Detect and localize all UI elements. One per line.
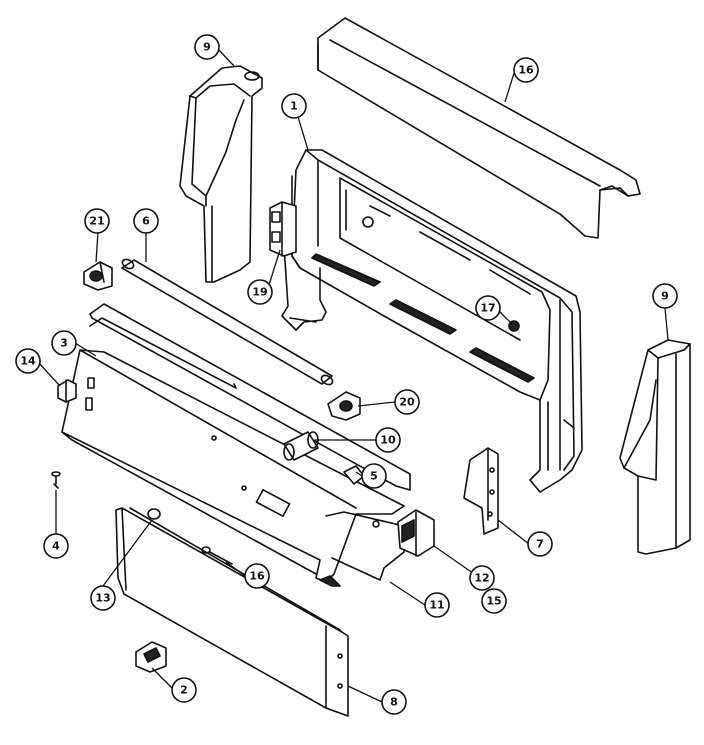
callout-19: 19 xyxy=(247,279,273,305)
part-mounting-bracket xyxy=(463,447,499,535)
callout-label: 4 xyxy=(52,540,60,553)
callout-16-lower: 16 xyxy=(244,563,270,589)
callout-17: 17 xyxy=(475,295,501,321)
part-clip xyxy=(57,379,77,403)
callout-11: 11 xyxy=(424,592,450,618)
callout-label: 7 xyxy=(536,538,544,551)
part-selector-switch xyxy=(397,509,435,557)
callout-label: 8 xyxy=(390,696,398,709)
callout-label: 5 xyxy=(370,470,378,483)
callout-label: 21 xyxy=(89,215,104,228)
callout-21: 21 xyxy=(84,208,110,234)
part-control-panel xyxy=(61,349,405,587)
callout-12: 12 xyxy=(469,565,495,591)
part-left-end-cap xyxy=(179,65,263,283)
part-main-frame xyxy=(281,149,583,493)
callout-label: 3 xyxy=(60,337,68,350)
callout-label: 14 xyxy=(20,355,36,368)
callout-14: 14 xyxy=(15,348,41,374)
callout-label: 2 xyxy=(180,684,188,697)
part-reflector-channel xyxy=(89,303,411,491)
callout-label: 6 xyxy=(142,215,150,228)
callout-label: 9 xyxy=(203,41,211,54)
part-fluorescent-tube xyxy=(121,258,334,386)
callout-label: 11 xyxy=(429,599,444,612)
callout-label: 10 xyxy=(380,434,396,447)
callout-6: 6 xyxy=(133,208,159,234)
callout-label: 1 xyxy=(290,100,298,113)
part-top-trim-cap xyxy=(317,17,641,239)
leader-lines xyxy=(37,47,669,703)
callout-15: 15 xyxy=(481,588,507,614)
callout-9-left: 9 xyxy=(194,34,220,60)
callout-3: 3 xyxy=(51,330,77,356)
callout-2: 2 xyxy=(171,677,197,703)
callout-4: 4 xyxy=(43,533,69,559)
callout-9-right: 9 xyxy=(652,283,678,309)
callout-13: 13 xyxy=(90,585,116,611)
callout-label: 15 xyxy=(486,595,501,608)
part-plug-button xyxy=(147,508,161,520)
callout-label: 12 xyxy=(474,572,489,585)
callout-10: 10 xyxy=(375,427,401,453)
callout-20: 20 xyxy=(394,389,420,415)
callout-label: 9 xyxy=(661,290,669,303)
part-screw xyxy=(51,471,61,489)
callout-label: 16 xyxy=(249,570,265,583)
callout-label: 17 xyxy=(480,302,495,315)
callout-16-top: 16 xyxy=(513,57,539,83)
callout-7: 7 xyxy=(527,531,553,557)
callout-8: 8 xyxy=(381,689,407,715)
callout-5: 5 xyxy=(361,463,387,489)
part-right-end-cap xyxy=(619,339,691,555)
part-tube-bracket xyxy=(83,261,113,291)
callout-label: 20 xyxy=(399,396,415,409)
part-spacer-bracket xyxy=(135,641,167,673)
callout-label: 13 xyxy=(95,592,110,605)
callout-label: 19 xyxy=(252,286,267,299)
callout-label: 16 xyxy=(518,64,534,77)
part-lamp-socket xyxy=(327,391,361,421)
callout-1: 1 xyxy=(281,93,307,119)
part-relay-switch xyxy=(269,201,297,257)
